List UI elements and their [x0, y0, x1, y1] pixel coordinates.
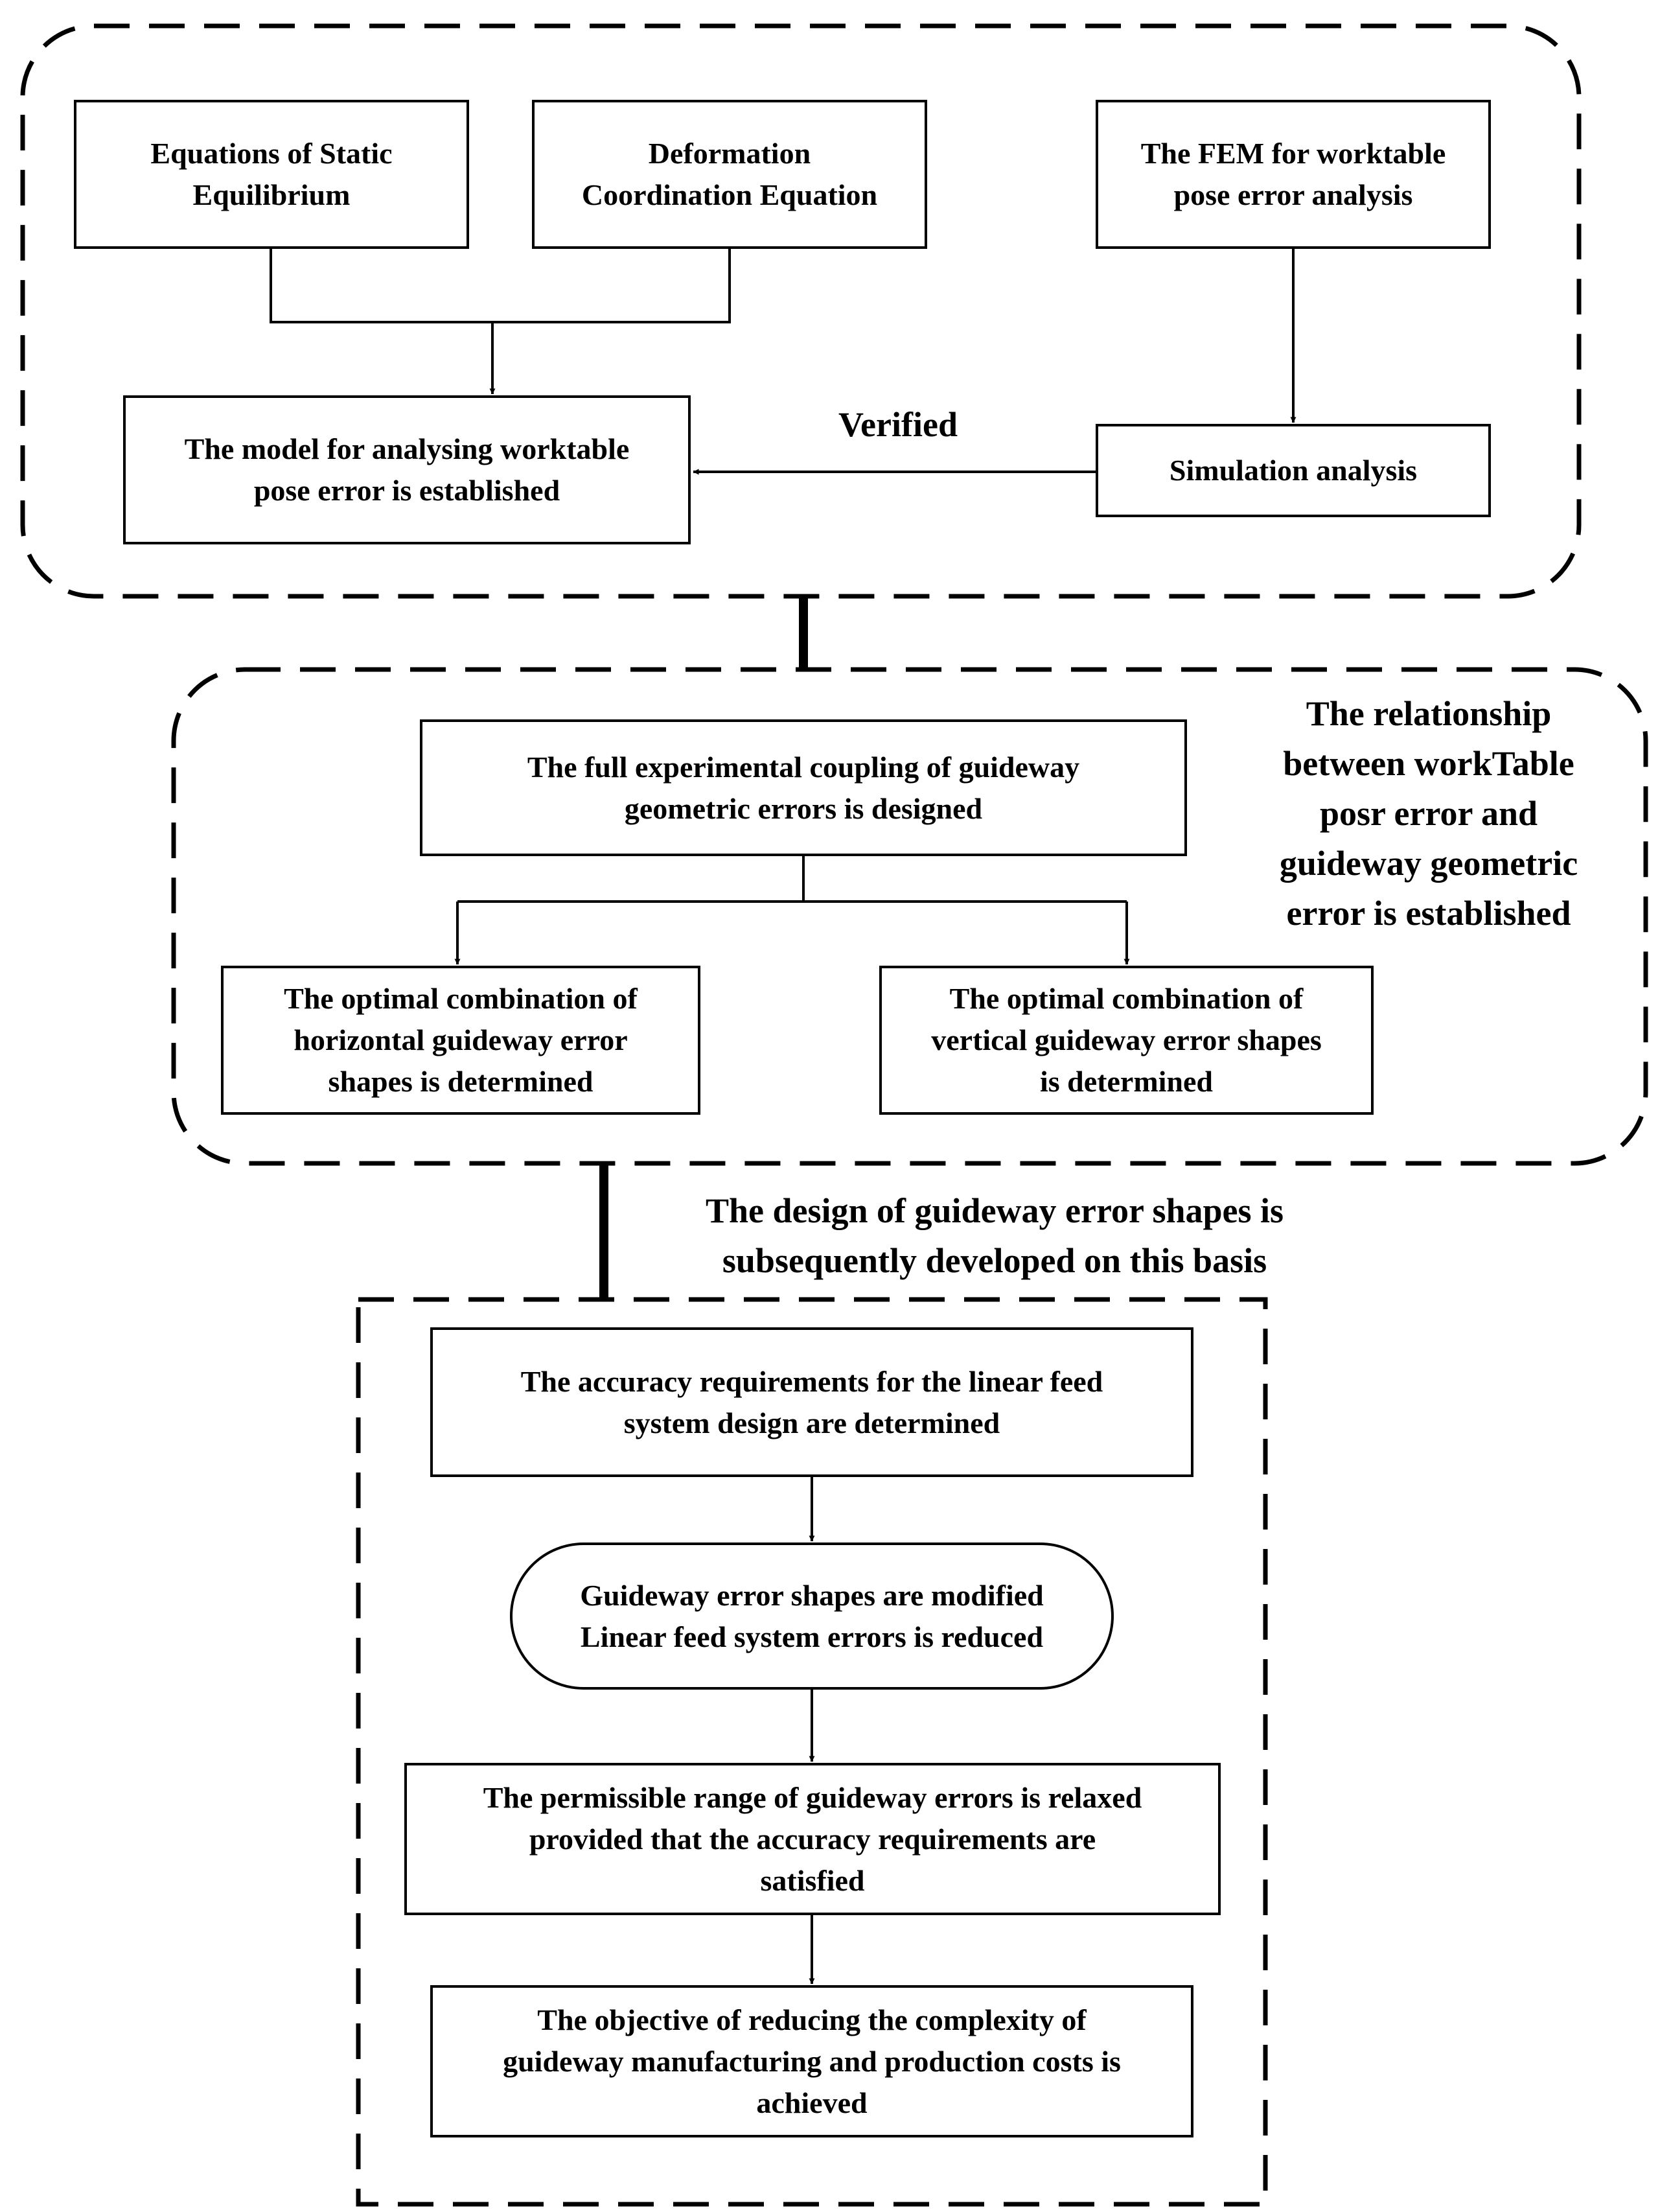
relationship-label: The relationship between workTable posr … — [1279, 694, 1578, 933]
group-frame-design — [356, 1297, 1268, 2207]
box-static-equilibrium: Equations of Static Equilibrium — [74, 100, 469, 249]
box-simulation-analysis: Simulation analysis — [1096, 424, 1491, 517]
verified-label: Verified — [838, 405, 958, 444]
box-range-relaxed: The permissible range of guideway errors… — [404, 1763, 1221, 1915]
connector-static-deformation — [270, 248, 731, 323]
box-objective-achieved: The objective of reducing the complexity… — [430, 1985, 1193, 2137]
box-vertical-combination: The optimal combination of vertical guid… — [879, 966, 1374, 1115]
box-experimental-coupling: The full experimental coupling of guidew… — [420, 719, 1187, 856]
box-model-established: The model for analysing worktable pose e… — [123, 395, 691, 544]
box-error-shapes-modified: Guideway error shapes are modified Linea… — [510, 1543, 1114, 1690]
box-deformation-coordination: Deformation Coordination Equation — [532, 100, 927, 249]
box-fem-analysis: The FEM for worktable pose error analysi… — [1096, 100, 1491, 249]
group-frame-relationship — [171, 667, 1648, 1166]
box-horizontal-combination: The optimal combination of horizontal gu… — [221, 966, 700, 1115]
transition-label: The design of guideway error shapes is s… — [705, 1191, 1284, 1280]
box-accuracy-requirements: The accuracy requirements for the linear… — [430, 1327, 1193, 1477]
